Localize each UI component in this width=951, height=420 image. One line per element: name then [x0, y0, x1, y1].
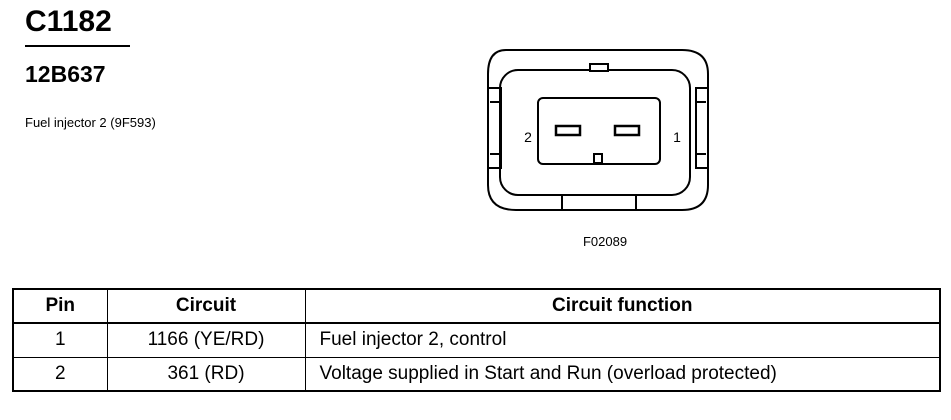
right-side-rib	[695, 87, 708, 169]
terminal-pin-1	[613, 124, 641, 137]
terminal-pin-2	[554, 124, 582, 137]
header-circuit: Circuit	[106, 288, 306, 324]
cell-pin: 1	[12, 322, 108, 358]
connector-housing-outline	[487, 49, 709, 211]
cell-circuit-function: Fuel injector 2, control	[304, 322, 941, 358]
pin-label-2: 2	[524, 129, 532, 145]
figure-code: F02089	[582, 234, 628, 249]
left-side-rib	[488, 87, 502, 169]
cell-circuit: 1166 (YE/RD)	[106, 322, 306, 358]
latch-tab	[589, 63, 609, 72]
title-underline	[25, 45, 130, 47]
pin-label-1: 1	[673, 129, 681, 145]
pinout-table: Pin Circuit Circuit function 1 1166 (YE/…	[12, 288, 941, 392]
table-row: 1 1166 (YE/RD) Fuel injector 2, control	[12, 322, 941, 358]
cell-circuit: 361 (RD)	[106, 356, 306, 392]
connector-id: C1182	[25, 5, 112, 38]
table-header-row: Pin Circuit Circuit function	[12, 288, 941, 324]
cell-circuit-function: Voltage supplied in Start and Run (overl…	[304, 356, 941, 392]
cell-pin: 2	[12, 356, 108, 392]
part-number: 12B637	[25, 61, 106, 87]
key-notch	[593, 153, 603, 164]
connector-face-diagram: 2 1	[487, 49, 709, 211]
header-circuit-function: Circuit function	[304, 288, 941, 324]
connector-description: Fuel injector 2 (9F593)	[25, 115, 156, 130]
table-row: 2 361 (RD) Voltage supplied in Start and…	[12, 356, 941, 392]
header-pin: Pin	[12, 288, 108, 324]
